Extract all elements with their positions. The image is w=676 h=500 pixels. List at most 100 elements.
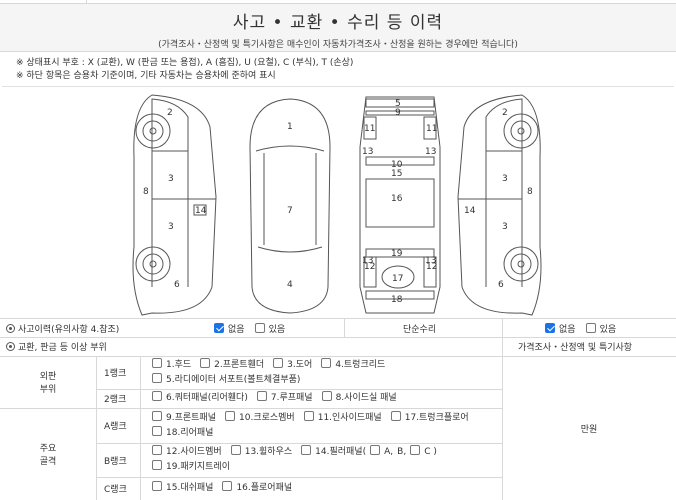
item-checkbox[interactable] [303, 410, 314, 421]
rank1-item[interactable]: 1.후드 [152, 357, 191, 373]
accident-exists-option[interactable]: 있음 [254, 322, 285, 335]
item-label: 19.패키지트레이 [166, 462, 230, 472]
rankB-item[interactable]: 14.필러패널( [301, 445, 366, 460]
item-label: 15.대쉬패널 [166, 483, 214, 493]
item-checkbox[interactable] [152, 372, 162, 383]
item-checkbox[interactable] [152, 445, 162, 455]
accident-history-text: 사고이력(유의사항 4.참조) [18, 324, 120, 335]
frame-labels: 5 9 11 11 13 13 10 15 16 19 12 12 13 13 … [362, 99, 437, 305]
item-label: 8.사이드실 패널 [335, 393, 397, 403]
diagram-label: 3 [502, 174, 508, 184]
item-checkbox[interactable] [301, 445, 312, 455]
item-label: 2.프론트휀더 [214, 359, 265, 370]
top-strip [0, 0, 676, 4]
rank1-item[interactable]: 2.프론트휀더 [200, 357, 265, 373]
item-label: 7.루프패널 [270, 393, 313, 403]
rankA-item[interactable]: 10.크로스멤버 [225, 410, 295, 426]
col-divider [344, 319, 345, 337]
diagram-label: 3 [502, 222, 508, 232]
diagram-label: 2 [167, 108, 173, 118]
item-checkbox[interactable] [152, 410, 162, 421]
main-label-line2: 골격 [39, 457, 57, 467]
repair-exists-checkbox[interactable] [585, 322, 596, 333]
frame-view [359, 96, 441, 314]
circle-bullet-icon [6, 323, 15, 333]
diagram-label: 15 [391, 169, 402, 179]
accident-none-option[interactable]: 없음 [214, 322, 245, 335]
rankA-item[interactable]: 11.인사이드패널 [303, 410, 382, 426]
item-checkbox[interactable] [152, 391, 162, 401]
rankC-item[interactable]: 15.대쉬패널 [152, 481, 213, 496]
outer-label-line1: 외판 [39, 372, 57, 382]
legend-status-codes: ※ 상태표시 부호 : X (교환), W (판금 또는 용접), A (흠집)… [16, 58, 354, 68]
diagram-label: 18 [391, 295, 403, 305]
price-note-label: 가격조사・산정액 및 특기사항 [518, 343, 633, 353]
repair-exists-option[interactable]: 있음 [585, 322, 616, 335]
rankA-item[interactable]: 17.트렁크플로어 [390, 410, 469, 426]
item-checkbox[interactable] [321, 391, 332, 401]
item-checkbox[interactable] [225, 410, 235, 421]
rank2-item[interactable]: 8.사이드실 패널 [321, 391, 397, 406]
item-checkbox[interactable] [230, 445, 241, 455]
diagram-label: 8 [143, 187, 149, 197]
rankA-item[interactable]: 18.리어패널 [152, 425, 214, 441]
item-label: 5.라디에이터 서포트(볼트체결부품) [166, 374, 301, 385]
col-divider [96, 356, 97, 500]
rankC-items: 15.대쉬패널 16.플로어패널 [152, 477, 301, 500]
diagram-label: 13 [425, 256, 436, 266]
diagram-label: 13 [362, 147, 373, 157]
item-checkbox[interactable] [152, 481, 162, 491]
item-checkbox[interactable] [256, 391, 267, 401]
diagram-label: 7 [287, 206, 293, 216]
diagram-label: 2 [502, 108, 508, 118]
item-label: B, [397, 447, 407, 457]
col-divider [140, 356, 141, 500]
item-checkbox[interactable] [321, 357, 332, 368]
item-checkbox[interactable] [152, 357, 162, 368]
item-checkbox[interactable] [152, 460, 162, 470]
pillar-b-option[interactable]: B, [397, 445, 406, 460]
rank2-label: 2랭크 [104, 395, 127, 405]
rank1-item[interactable]: 5.라디에이터 서포트(볼트체결부품) [152, 372, 301, 388]
rank1-item[interactable]: 4.트렁크리드 [321, 357, 386, 373]
item-checkbox[interactable] [222, 481, 233, 491]
rankC-item[interactable]: 16.플로어패널 [222, 481, 292, 496]
pillar-a-option[interactable]: A, [370, 445, 393, 460]
item-checkbox[interactable] [390, 410, 401, 421]
diagram-label: 17 [392, 274, 403, 284]
page-subtitle: (가격조사・산정액 및 특기사항은 매수인이 자동차가격조사・산정을 원하는 경… [158, 40, 518, 50]
pillar-c-option[interactable]: C ) [410, 445, 437, 460]
rankB-item[interactable]: 19.패키지트레이 [152, 460, 230, 475]
diagram-label: 14 [464, 206, 476, 216]
diagram-label: 8 [527, 187, 533, 197]
item-label: 18.리어패널 [166, 427, 214, 438]
diagram-label: 3 [168, 174, 174, 184]
rank2-item[interactable]: 7.루프패널 [256, 391, 313, 406]
diagram-label: 9 [395, 108, 401, 118]
repair-none-checkbox[interactable] [545, 322, 555, 333]
rank2-item[interactable]: 6.쿼터패널(리어휀다) [152, 391, 248, 406]
diagram-label: 12 [364, 262, 375, 272]
item-checkbox[interactable] [200, 357, 211, 368]
rank1-item[interactable]: 3.도어 [273, 357, 312, 373]
price-unit: 만원 [580, 424, 598, 435]
rankB-item[interactable]: 13.휠하우스 [230, 445, 292, 460]
rankA-item[interactable]: 9.프론트패널 [152, 410, 216, 426]
item-checkbox[interactable] [152, 425, 162, 436]
diagram-label: 5 [395, 99, 401, 109]
item-label: 4.트렁크리드 [335, 359, 386, 370]
item-label: 11.인사이드패널 [317, 412, 382, 423]
rankB-item[interactable]: 12.사이드멤버 [152, 445, 222, 460]
accident-none-checkbox[interactable] [214, 322, 224, 333]
diagram-label: 13 [362, 256, 373, 266]
item-checkbox[interactable] [410, 445, 421, 455]
item-checkbox[interactable] [370, 445, 381, 455]
diagram-label: 3 [168, 222, 174, 232]
row-divider [96, 443, 502, 444]
row-divider [96, 389, 502, 390]
accident-exists-checkbox[interactable] [254, 322, 265, 333]
diagram-label: 16 [391, 194, 403, 204]
main-frame-group: 주요 골격 [0, 408, 96, 500]
repair-none-option[interactable]: 없음 [545, 322, 576, 335]
item-checkbox[interactable] [273, 357, 284, 368]
